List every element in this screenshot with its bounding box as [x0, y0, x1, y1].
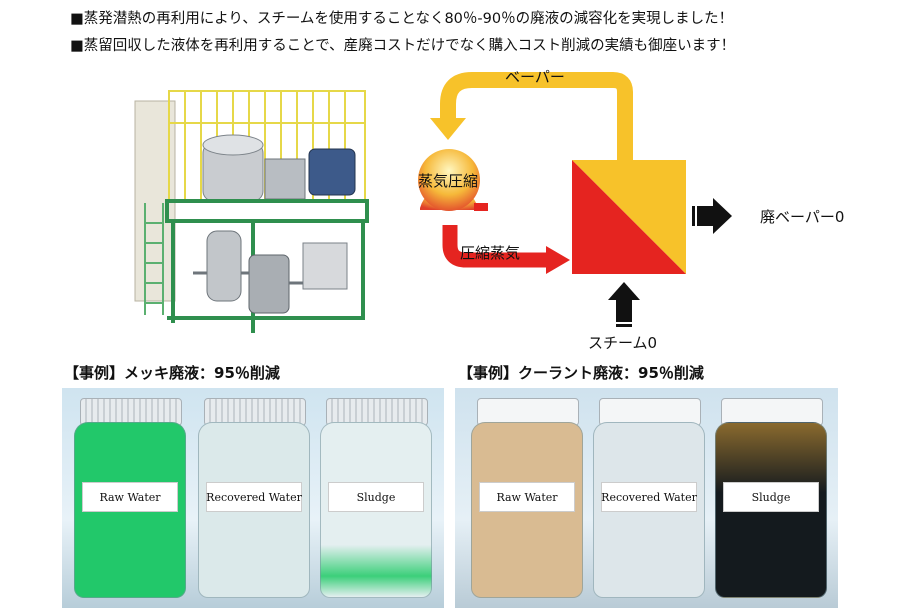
jar-label: Raw Water	[82, 482, 178, 512]
vapor-arrow-icon	[440, 72, 633, 160]
output-arrow-icon	[692, 198, 732, 234]
heat-exchanger-icon	[572, 160, 686, 274]
jar-label: Recovered Water	[601, 482, 697, 512]
compression-label: 蒸気圧縮	[418, 172, 479, 190]
bullet-latent-heat: ■蒸発潜熱の再利用により、スチームを使用することなく80％-90％の廃液の減容化…	[70, 11, 734, 27]
case-title-coolant: 【事例】クーラント廃液：95％削減	[458, 364, 704, 382]
waste-vapor-label: 廃ベーパー0	[760, 208, 845, 226]
compressed-steam-label: 圧縮蒸気	[460, 244, 521, 262]
plating-waste-photo: Raw Water Recovered Water Sludge	[62, 388, 444, 608]
jar-sludge: Sludge	[715, 398, 827, 598]
jar-raw-water: Raw Water	[471, 398, 583, 598]
jar-label: Recovered Water	[206, 482, 302, 512]
jar-recovered-water: Recovered Water	[198, 398, 310, 598]
steam-label: スチーム0	[588, 334, 658, 352]
steam-arrow-icon	[608, 282, 640, 327]
evaporator-machine-illustration	[134, 90, 369, 333]
green-frame	[165, 199, 369, 333]
jar-recovered-water: Recovered Water	[593, 398, 705, 598]
coolant-waste-photo: Raw Water Recovered Water Sludge	[455, 388, 838, 608]
jar-raw-water: Raw Water	[74, 398, 186, 598]
jar-label: Sludge	[723, 482, 819, 512]
jar-sludge: Sludge	[320, 398, 432, 598]
ladder	[144, 203, 164, 315]
bullet-cost-reduction: ■蒸留回収した液体を再利用することで、産廃コストだけでなく購入コスト削減の実績も…	[70, 38, 736, 54]
vapor-label: ベーパー	[505, 68, 565, 86]
case-title-plating: 【事例】メッキ廃液：95％削減	[64, 364, 280, 382]
process-flow-diagram: ベーパー 蒸気圧縮 圧縮蒸気 廃ベーパー0 スチーム0	[380, 60, 900, 360]
jar-label: Raw Water	[479, 482, 575, 512]
jar-label: Sludge	[328, 482, 424, 512]
